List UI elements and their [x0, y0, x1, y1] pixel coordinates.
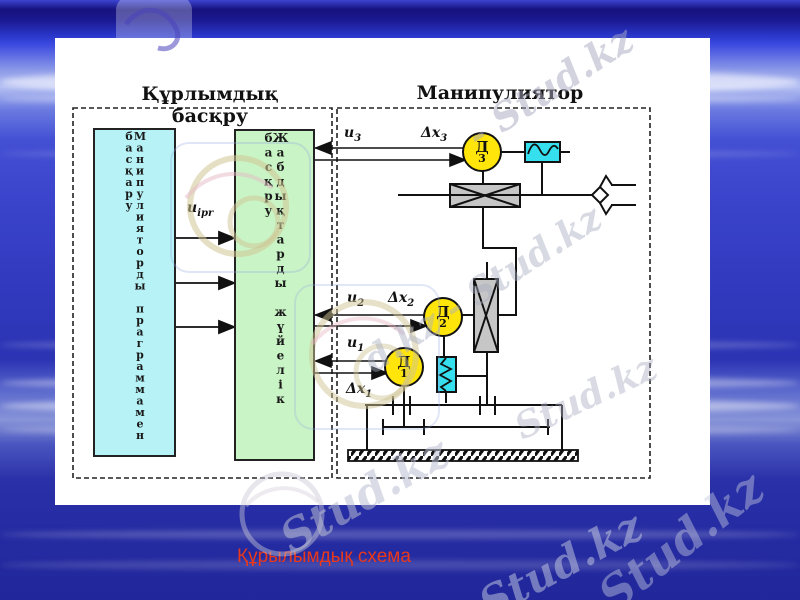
base-slider	[365, 396, 563, 450]
program-control-label: Манипулияторды праграммамен басқару	[122, 130, 147, 441]
u2-label: u2	[347, 290, 365, 309]
dx2-label: Δx2	[388, 290, 415, 309]
cloud-streak	[0, 530, 800, 539]
u1-label: u1	[347, 335, 365, 354]
manipulator-mechanism	[347, 141, 636, 462]
dx3-label: Δx3	[421, 125, 448, 144]
program-control-block: Манипулияторды праграммамен басқару	[93, 128, 176, 457]
sine-wave-icon	[527, 143, 559, 156]
structural-control-frame	[72, 107, 333, 479]
manipulator-frame	[336, 107, 651, 479]
slide-canvas: Құрлымдық басқру Манипулиятор Манипулият…	[55, 38, 710, 505]
system-control-block: Жабдықтарды жүйелік басқру	[234, 129, 315, 461]
slide-caption: Құрылымдық схема	[237, 546, 411, 567]
u-ipr-label: uipr	[187, 200, 214, 219]
right-panel-title: Манипулиятор	[416, 82, 584, 104]
studkz-watermark-text: Stud.kz	[470, 501, 651, 600]
gripper-icon	[590, 174, 636, 216]
spring-icon	[438, 357, 453, 392]
ground-hatch	[347, 449, 579, 462]
dx1-label: Δx1	[346, 381, 373, 400]
diagram-linework	[72, 107, 651, 479]
uipr-arrows	[176, 230, 237, 335]
left-panel-title: Құрлымдық басқру	[141, 83, 279, 127]
u3-label: u3	[344, 125, 362, 144]
signal-lines-1	[313, 353, 390, 381]
signal-lines-3	[313, 140, 468, 168]
system-control-label: Жабдықтарды жүйелік басқру	[261, 131, 288, 407]
signal-lines-2	[313, 307, 429, 334]
